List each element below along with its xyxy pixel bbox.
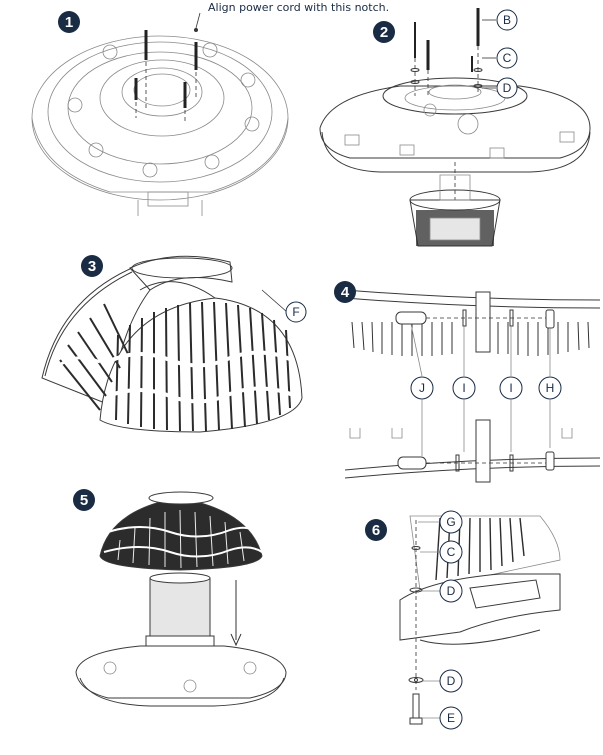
callout-j: J <box>419 381 425 395</box>
callout-d6-2: D <box>447 674 456 688</box>
callout-c: C <box>503 51 512 65</box>
step-6-number: 6 <box>372 522 380 539</box>
callout-b: B <box>503 13 511 27</box>
callout-c6-circle <box>439 540 463 564</box>
step-4-badge <box>334 281 356 303</box>
step-5-number: 5 <box>80 492 88 509</box>
step-3-badge <box>81 255 103 277</box>
step-2-badge <box>373 21 395 43</box>
step-1-panel: Align power cord with this notch. 1 <box>31 1 389 216</box>
callout-g-circle <box>439 510 463 534</box>
step-5-badge <box>73 489 95 511</box>
callout-e: E <box>447 711 455 725</box>
callout-c6: C <box>447 545 456 559</box>
step-1-note: Align power cord with this notch. <box>208 1 389 14</box>
step-2-number: 2 <box>380 24 388 41</box>
step-4-number: 4 <box>341 284 350 301</box>
step-6-badge <box>365 519 387 541</box>
step-5-panel: 5 <box>73 489 287 707</box>
callout-d-circle <box>496 77 518 99</box>
step-2-screws <box>410 8 483 98</box>
step-1-screws <box>134 30 198 122</box>
callout-h: H <box>546 381 555 395</box>
callout-c-circle <box>496 47 518 69</box>
step-6-panel: G C D D E 6 <box>365 510 561 730</box>
callout-i-2: I <box>509 381 512 395</box>
callout-d: D <box>503 81 512 95</box>
callout-f: F <box>292 305 299 319</box>
step-3-number: 3 <box>88 258 96 275</box>
step-1-number: 1 <box>65 14 73 31</box>
step-1-badge <box>58 11 80 33</box>
callout-g: G <box>446 515 455 529</box>
callout-e-circle <box>439 706 463 730</box>
callout-f-circle <box>285 301 307 323</box>
step-4-panel: J I I H 4 <box>334 281 601 483</box>
callout-d6-circle-1 <box>439 579 463 603</box>
callout-b-circle <box>496 9 518 31</box>
callout-i-1: I <box>462 381 465 395</box>
callout-d6-circle-2 <box>439 669 463 693</box>
callout-d6-1: D <box>447 584 456 598</box>
step-3-panel: F 3 <box>41 255 307 433</box>
step-2-panel: B C D 2 <box>319 8 591 247</box>
